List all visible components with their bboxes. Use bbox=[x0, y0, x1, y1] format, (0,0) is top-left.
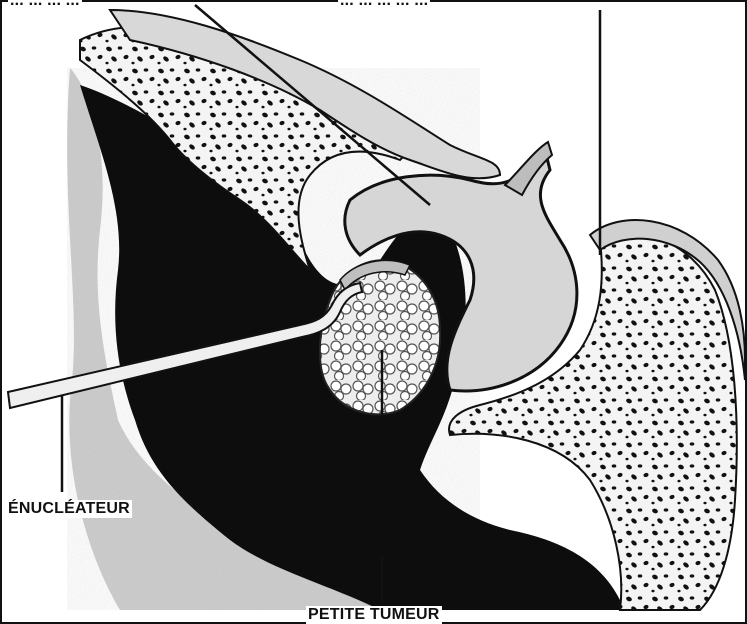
top-right-label: ... ... ... ... ... bbox=[338, 0, 430, 10]
petite-tumeur-label: PETITE TUMEUR bbox=[306, 606, 442, 624]
small-tumor bbox=[320, 260, 440, 414]
top-left-label: ... ... ... ... bbox=[8, 0, 82, 10]
enucleateur-label: ÉNUCLÉATEUR bbox=[6, 500, 132, 518]
